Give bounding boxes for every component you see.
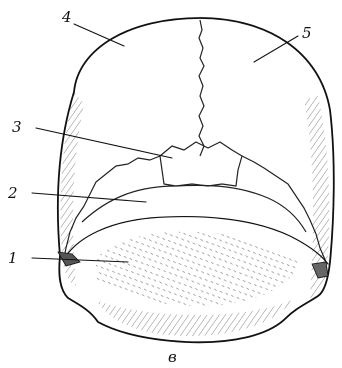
- leader-line-4: [74, 24, 124, 46]
- label-4: 4: [61, 8, 72, 26]
- label-3: 3: [12, 118, 22, 136]
- label-5: 5: [302, 24, 312, 42]
- leader-line-2: [32, 193, 146, 202]
- leader-line-5: [254, 36, 298, 62]
- figure-caption: в: [168, 348, 177, 366]
- label-1: 1: [8, 249, 18, 267]
- sagittal-suture: [199, 20, 204, 156]
- lower-occipital-texture: [96, 232, 300, 306]
- leader-line-3: [36, 128, 172, 158]
- label-2: 2: [7, 184, 18, 202]
- interparietal-bone-outline: [160, 142, 242, 186]
